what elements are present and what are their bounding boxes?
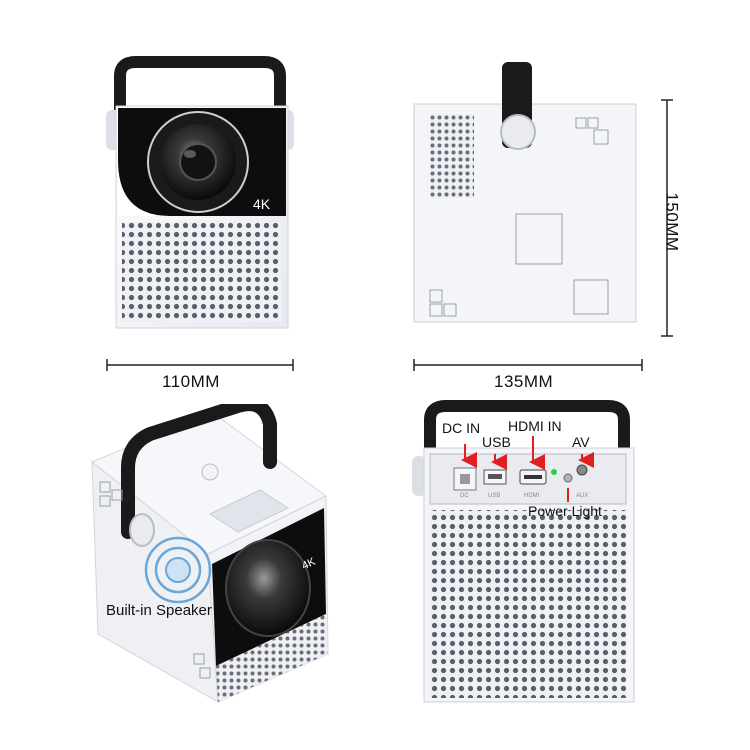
front-width-dimension-line: [106, 359, 294, 371]
panel-text-av: AUX: [576, 493, 589, 499]
back-handle: [424, 400, 630, 456]
dc-in-label: DC IN: [442, 420, 481, 436]
speaker-icon: [144, 536, 212, 604]
top-width-dimension-line: [413, 359, 643, 371]
built-in-speaker-label: Built-in Speaker: [106, 602, 212, 619]
iso-handle: [121, 404, 277, 539]
lens-icon: [179, 143, 217, 181]
top-vent: [430, 114, 474, 198]
panel-text-usb: USB: [488, 493, 501, 499]
power-light-label: Power Light: [528, 503, 602, 519]
front-projector-graphic: [106, 56, 294, 329]
height-dimension-line: [661, 99, 673, 337]
front-view: 4K: [100, 50, 300, 340]
top-projector-graphic: [413, 62, 637, 323]
panel-text-dc: DC: [460, 493, 469, 499]
front-width-label: 110MM: [162, 372, 220, 391]
iso-top-window: [208, 489, 290, 533]
back-speaker-grille: [430, 510, 626, 698]
top-view: [408, 58, 644, 348]
iso-power-button: [201, 463, 219, 481]
top-width-label: 135MM: [494, 372, 554, 391]
handle: [114, 56, 286, 110]
speaker-grille: [122, 222, 282, 322]
panel-text-hdmi: HDMI: [524, 493, 540, 499]
av-label: AV: [572, 434, 590, 450]
iso-view: 4K: [88, 404, 338, 704]
handle-knob: [500, 114, 536, 150]
height-label: 150MM: [662, 192, 682, 252]
usb-label: USB: [482, 434, 511, 450]
back-view: DC USB HDMI AUX: [412, 396, 642, 706]
back-projector-graphic: [412, 400, 635, 703]
iso-side-knob: [129, 513, 155, 547]
iso-projector-graphic: [91, 404, 329, 703]
ir-sensor: [563, 473, 573, 483]
back-side-knob: [412, 456, 426, 496]
hdmi-in-label: HDMI IN: [508, 418, 562, 434]
power-light-led: [551, 469, 557, 475]
av-port: [576, 464, 588, 476]
front-4k-badge: 4K: [253, 196, 271, 212]
iso-lens-icon: [225, 539, 311, 637]
